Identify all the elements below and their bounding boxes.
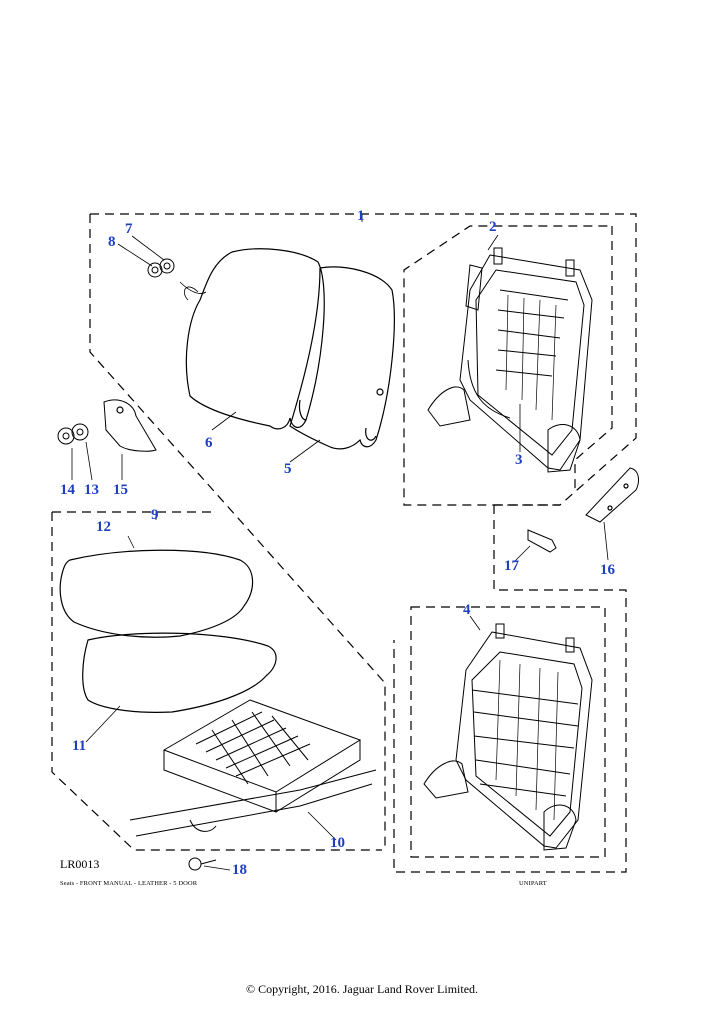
trim-16: [585, 467, 639, 523]
callout-15: 15: [113, 482, 128, 498]
cushion-frame-10: [129, 699, 377, 837]
callout-10: 10: [330, 835, 345, 851]
callout-5: 5: [284, 461, 292, 477]
group-9-outline: [51, 511, 382, 851]
group-2-outline: [574, 226, 613, 490]
knob-13: [71, 423, 89, 441]
callout-2: 2: [489, 219, 497, 235]
callout-11: 11: [72, 738, 87, 754]
callout-12: 12: [96, 519, 111, 535]
knob-7: [159, 258, 175, 274]
cushion-pad-11: [82, 632, 277, 713]
seat-back-cover-6: [185, 248, 325, 430]
callout-13: 13: [84, 482, 99, 498]
callout-7: 7: [125, 221, 133, 237]
callout-8: 8: [108, 234, 116, 250]
group-1-outline: [90, 213, 637, 506]
copyright-notice: © Copyright, 2016. Jaguar Land Rover Lim…: [245, 982, 479, 996]
seat-back-cover-5: [289, 266, 395, 450]
seat-back-frame-4: [423, 623, 593, 851]
callout-18: 18: [232, 862, 247, 878]
cushion-cover-12: [59, 549, 254, 638]
caption-right: UNIPART: [519, 880, 547, 887]
group-16-outline: [393, 505, 627, 873]
knob-8: [147, 262, 163, 278]
callout-3: 3: [515, 452, 523, 468]
callout-1: 1: [357, 208, 365, 224]
reference-code: LR0013: [60, 857, 100, 871]
callout-4: 4: [463, 602, 471, 618]
cover-15: [103, 399, 157, 452]
knob-14: [57, 427, 75, 445]
callout-16: 16: [600, 562, 615, 578]
screw-18: [188, 857, 217, 871]
callout-14: 14: [60, 482, 75, 498]
caption-left: Seats - FRONT MANUAL - LEATHER - 5 DOOR: [60, 880, 198, 887]
group-4-outline: [410, 606, 606, 858]
seat-back-frame-3: [427, 247, 593, 473]
bolt-17: [527, 529, 557, 553]
callout-17: 17: [504, 558, 519, 574]
callout-6: 6: [205, 435, 213, 451]
callout-9: 9: [151, 507, 159, 523]
